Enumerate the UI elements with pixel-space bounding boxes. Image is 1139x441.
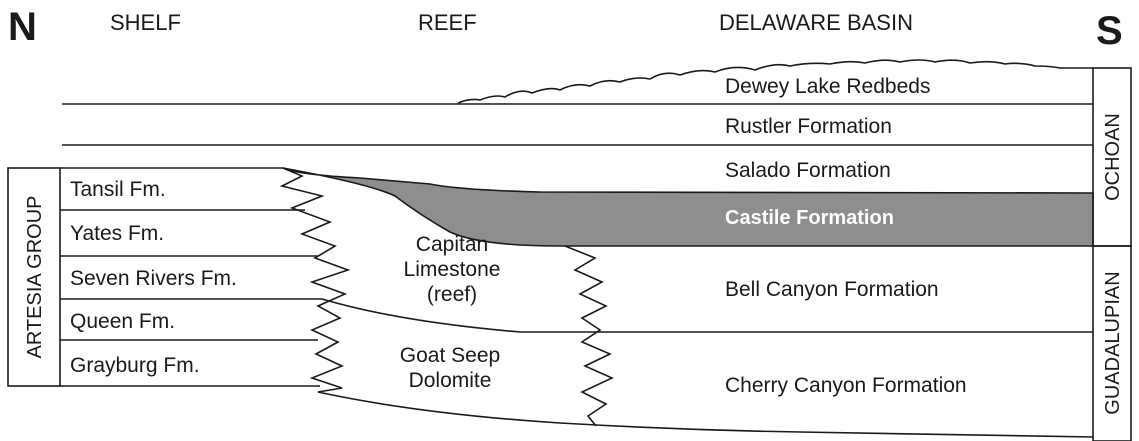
goat-seep-label-line1: Goat Seep <box>400 344 500 367</box>
cherry-canyon-label: Cherry Canyon Formation <box>725 374 967 397</box>
capitan-label-line3: (reef) <box>427 283 477 306</box>
yates-label: Yates Fm. <box>70 222 164 245</box>
reef-front-boundary <box>565 246 612 426</box>
grayburg-label: Grayburg Fm. <box>70 354 200 377</box>
basin-label: DELAWARE BASIN <box>719 10 913 35</box>
goatseep-base <box>318 392 1093 437</box>
capitan-label-line1: Capitan <box>416 233 488 256</box>
south-label: S <box>1096 9 1123 53</box>
salado-label: Salado Formation <box>725 159 891 182</box>
reef-label: REEF <box>418 10 477 35</box>
dewey-lake-label: Dewey Lake Redbeds <box>725 75 930 98</box>
bell-canyon-label: Bell Canyon Formation <box>725 278 939 301</box>
ochoan-label: OCHOAN <box>1102 113 1124 201</box>
goat-seep-label-line2: Dolomite <box>409 369 492 392</box>
capitan-label-line2: Limestone <box>404 258 501 281</box>
shelf-label: SHELF <box>110 10 181 35</box>
castile-formation-fill <box>283 168 1093 246</box>
artesia-group-label: ARTESIA GROUP <box>24 195 46 358</box>
seven-rivers-label: Seven Rivers Fm. <box>70 267 237 290</box>
castile-label: Castile Formation <box>725 207 894 229</box>
north-label: N <box>8 5 37 49</box>
guadalupian-label: GUADALUPIAN <box>1102 271 1124 414</box>
rustler-label: Rustler Formation <box>725 115 892 138</box>
tansil-label: Tansil Fm. <box>70 178 166 201</box>
queen-label: Queen Fm. <box>70 310 175 333</box>
reef-back-boundary <box>282 168 348 392</box>
